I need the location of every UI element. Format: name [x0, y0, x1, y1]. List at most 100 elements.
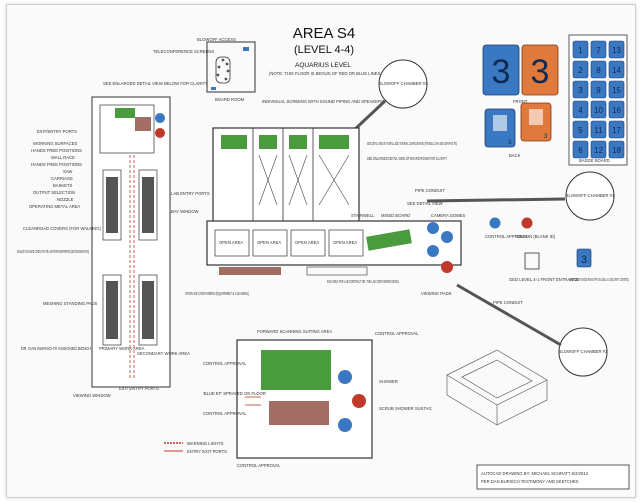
label-control-approval-3: CONTROL APPROVAL: [203, 361, 247, 366]
label-see-enlarged-left: SEE ENLARGED DETAIL VIEW BELOW FOR CLARI…: [103, 81, 208, 86]
label-exit-entry-ports-2: EXIT ENTRY PORTS: [119, 386, 159, 391]
label-eso-area: ESO AREA FOR LAB CONTRACT RD. THE LAB CO…: [327, 279, 399, 284]
label-teleconference: TELECONFERENCE SCREENS: [153, 49, 214, 54]
badge-slot-number: 1: [578, 46, 583, 55]
label-exit-entry-ports: EXIT/ENTRY PORTS: [37, 129, 77, 134]
badge-slot: [608, 120, 625, 139]
badge-slot: [608, 80, 625, 99]
aquarius-note: (NOTE: THIS FLOOR IS BEGUN OF RED OR BLU…: [269, 71, 415, 76]
label-hands-free-2: HANDS FREE POSITIONS: [31, 162, 82, 167]
isometric-bench-sketch: [446, 349, 548, 426]
badge-slot-number: 17: [612, 126, 621, 135]
page-subtitle: (LEVEL 4-4): [294, 44, 354, 56]
label-output-selection: OUTPUT SELECTION: [33, 190, 75, 195]
label-control-approval-5: CONTROL APPROVAL: [237, 463, 281, 468]
label-mixed-board: MIXED BOARD: [381, 213, 410, 218]
badge-slot-number: 18: [612, 146, 621, 155]
badge-slot: [608, 140, 625, 159]
label-carriage: CARRIAGE: [51, 176, 73, 181]
badge-slot-number: 5: [578, 126, 583, 135]
label-scrub-shower: SCRUB SHOWER SUSTAG: [379, 406, 432, 411]
label-camera-domes: CAMERA DOMES: [431, 213, 465, 218]
suiting-area: [236, 339, 373, 459]
label-viewing-window: VIEWING WINDOW: [73, 393, 111, 398]
label-viewing-pads: VIEWING PADS: [421, 291, 452, 296]
page-title: AREA S4: [293, 25, 356, 42]
blowoff-chamber-1: BLOWOFF CHAMBER #1: [565, 171, 615, 221]
label-meshing-pads: MESHING STANDING PADS: [43, 301, 97, 306]
badge-slot: [608, 40, 625, 59]
legend-entry-exit-ports: ENTRY EXIT PORTS: [187, 449, 227, 454]
badge-slot-number: 2: [578, 66, 583, 75]
label-stairwell: STAIRWELL: [351, 213, 375, 218]
badge-slot: [572, 60, 589, 79]
left-detail-panel: [91, 96, 171, 388]
badge-slot-number: 6: [578, 146, 583, 155]
badge-slot-number: 16: [612, 106, 621, 115]
label-secondary-work: SECONDARY WORK AREA: [137, 351, 190, 356]
badge-slot-number: 14: [612, 66, 621, 75]
label-pipe-conduit-2: PIPE CONDUIT: [493, 300, 523, 305]
label-sealed-pleasure: SEALED PLEASURE CONDUITS FOR LAB PROFESS…: [17, 249, 89, 254]
badge-front-number-1: 3: [492, 53, 511, 91]
aquarius-heading: AQUARIUS LEVEL: [295, 62, 351, 69]
chamber-label: BLOWOFF CHAMBER #2: [379, 81, 428, 86]
label-badge-board: BADGE BOARD: [579, 158, 610, 163]
label-individual-screens: INDIVIDUAL SCREENS WITH SOUND PIPING AND…: [262, 99, 384, 104]
chamber-label: BLOWOFF CHAMBER #3: [559, 349, 608, 354]
title-block: AUTOCAD DRAWING BY: MICHAEL SCHRATT 6/2/…: [476, 464, 630, 490]
label-control-approval-4: CONTROL APPROVAL: [203, 411, 247, 416]
badge-front-number-2: 3: [531, 53, 550, 91]
badge-slot-number: 8: [596, 66, 601, 75]
badge-slot: [590, 40, 607, 59]
badge-slot-number: 10: [594, 106, 603, 115]
label-back: BACK: [509, 153, 521, 158]
label-front: FRONT: [513, 99, 528, 104]
badge-slot-number: 11: [594, 126, 603, 135]
label-location-badge: LOCATION OF BADGE READ-OFF ON LEVEL 4-1 …: [569, 277, 629, 282]
label-saw: SAW: [63, 169, 72, 174]
label-shower: SHOWER: [379, 379, 398, 384]
badge-slot: [572, 100, 589, 119]
decon-marker: [521, 217, 533, 229]
legend: WARNING LIGHTS ENTRY EXIT PORTS: [164, 441, 227, 454]
badge-back-number-1: 3: [508, 140, 512, 146]
room-label-3: OPEN AREA: [295, 240, 319, 245]
label-forward-scanning: FORWARD SCANNING SUITING AREA: [257, 329, 332, 334]
pipe-conduits: [351, 99, 566, 347]
badge-slot-number: 13: [612, 46, 621, 55]
label-side-detail: SIDE DETAIL VIEW OF OVERALL BOLT INTERNA…: [367, 141, 457, 146]
label-blue-ef: 'BLUE EF' SPRAYED ON FLOOR: [203, 391, 266, 396]
room-label-2: OPEN AREA: [257, 240, 281, 245]
label-nozzle: NOZZLE: [57, 197, 74, 202]
label-hands-free: HANDS FREE POSITIONS: [31, 148, 82, 153]
blowoff-chamber-2: BLOWOFF CHAMBER #2: [378, 59, 428, 109]
label-lab-entry: LAB ENTRY PORTS: [171, 191, 210, 196]
label-primary-work: PRIMARY WORK AREA: [99, 346, 145, 351]
label-bay-window: BAY WINDOW: [171, 209, 199, 214]
control-approval-marker: [489, 217, 501, 229]
label-dr-dan: DR. DAN BURISCH'S ASSIGNED BENCH: [21, 346, 91, 351]
floor-plan-diagram: AREA S4 (LEVEL 4-4) BLOWOFF ACCESS TELEC…: [17, 25, 630, 490]
label-blowoff-access: BLOWOFF ACCESS: [197, 37, 236, 42]
badge-slot: [572, 40, 589, 59]
badge-slot-number: 4: [578, 106, 583, 115]
board-room: [206, 41, 256, 93]
label-baskets: BASKETS: [53, 183, 73, 188]
label-control-approval: CONTROL APPROVAL: [485, 234, 529, 239]
badge-slot: [572, 140, 589, 159]
footer-line-2: PER DAN BURISCH TESTIMONY AND SKETCHES: [481, 479, 579, 484]
label-storage: STORAGE CONTAINERS (EQUIPMENT & CLEANING…: [185, 291, 249, 296]
badge-slot-number: 9: [596, 86, 601, 95]
blowoff-chamber-3: BLOWOFF CHAMBER #3: [558, 327, 608, 377]
badge-slot: [608, 100, 625, 119]
badge-front: 3 3 FRONT: [482, 44, 559, 104]
badge-slot: [590, 100, 607, 119]
room-label-4: OPEN AREA: [333, 240, 357, 245]
label-operating-metal: OPERATING METAL AREA: [29, 204, 81, 209]
badge-slot-number: 7: [596, 46, 601, 55]
label-cleanroad-covers: CLEANROAD COVERS (FOR WALKING): [23, 226, 102, 231]
label-see-enlarged-board: SEE ENLARGED DETAIL VIEW OF BOARD ROOM F…: [367, 156, 447, 161]
room-label-1: OPEN AREA: [219, 240, 243, 245]
